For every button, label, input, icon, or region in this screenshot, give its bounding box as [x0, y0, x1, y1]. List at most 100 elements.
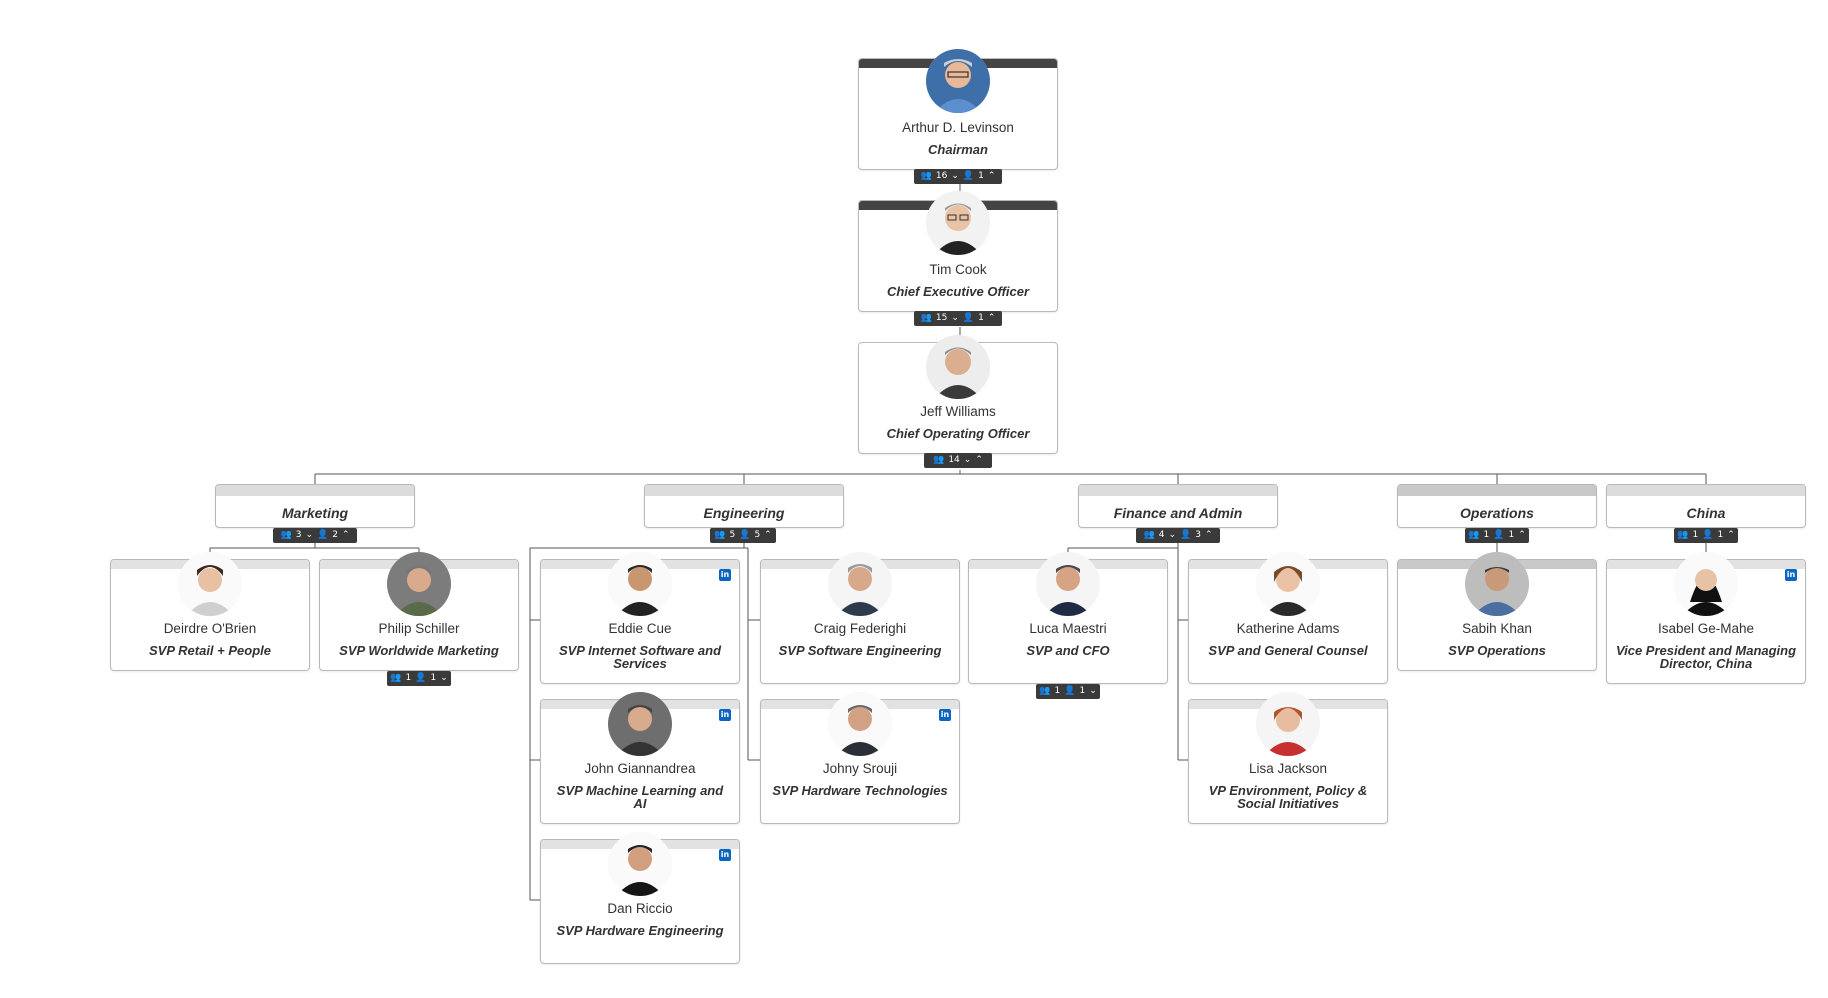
person-title: SVP Operations	[1448, 643, 1546, 658]
person-name: Tim Cook	[929, 262, 987, 277]
person-name: Katherine Adams	[1236, 621, 1340, 636]
node-luca-maestri[interactable]: Luca Maestri SVP and CFO	[968, 552, 1168, 684]
person-name: Luca Maestri	[1029, 621, 1107, 636]
person-title: SVP Hardware Technologies	[772, 783, 948, 798]
dept-controls-marketing[interactable]: 👥3 ⌄ 👤2 ⌃	[273, 528, 357, 543]
people-icon: 👥	[1143, 530, 1155, 540]
avatar	[178, 552, 242, 616]
person-name: Jeff Williams	[920, 404, 996, 419]
person-title: SVP and General Counsel	[1208, 643, 1368, 658]
linkedin-icon[interactable]: in	[719, 849, 731, 861]
node-coo[interactable]: Jeff Williams Chief Operating Officer	[858, 335, 1058, 454]
chevron-down-icon[interactable]: ⌄	[1168, 530, 1176, 540]
node-philip-schiller[interactable]: Philip Schiller SVP Worldwide Marketing	[319, 552, 519, 671]
dept-controls-finance[interactable]: 👥4 ⌄ 👤3 ⌃	[1136, 528, 1220, 543]
avatar	[387, 552, 451, 616]
avatar	[1674, 552, 1738, 616]
people-icon: 👥	[920, 171, 932, 181]
person-title: SVP Software Engineering	[778, 643, 942, 658]
department-name: China	[1686, 505, 1726, 521]
node-katherine-adams[interactable]: Katherine Adams SVP and General Counsel	[1188, 552, 1388, 684]
people-icon: 👥	[920, 313, 932, 323]
avatar	[608, 552, 672, 616]
linkedin-icon[interactable]: in	[1785, 569, 1797, 581]
dept-china[interactable]: China	[1606, 484, 1806, 528]
dept-controls-engineering[interactable]: 👥5 👤5 ⌃	[710, 528, 776, 543]
dept-controls-china[interactable]: 👥1 👤1 ⌃	[1674, 528, 1738, 543]
person-icon: 👤	[962, 313, 975, 323]
dept-marketing[interactable]: Marketing	[215, 484, 415, 528]
person-icon: 👤	[1064, 686, 1076, 696]
avatar	[828, 692, 892, 756]
node-craig-federighi[interactable]: Craig Federighi SVP Software Engineering	[760, 552, 960, 684]
linkedin-icon[interactable]: in	[719, 569, 731, 581]
chevron-up-icon[interactable]: ⌃	[341, 530, 350, 540]
person-name: Deirdre O'Brien	[163, 621, 257, 636]
chevron-down-icon[interactable]: ⌄	[305, 530, 313, 540]
node-dan-riccio[interactable]: in Dan Riccio SVP Hardware Engineering	[540, 832, 740, 964]
person-title: SVP Internet Software and Services	[558, 643, 722, 671]
avatar	[1036, 552, 1100, 616]
dept-engineering[interactable]: Engineering	[644, 484, 844, 528]
person-icon: 👤	[1180, 530, 1192, 540]
chevron-down-icon[interactable]: ⌄	[1089, 686, 1097, 696]
node-controls-ceo[interactable]: 👥15 ⌄ 👤1 ⌃	[914, 311, 1002, 326]
chevron-down-icon[interactable]: ⌄	[951, 313, 959, 323]
node-lisa-jackson[interactable]: Lisa Jackson VP Environment, Policy & So…	[1188, 692, 1388, 824]
people-icon: 👥	[390, 673, 402, 683]
chevron-up-icon[interactable]: ⌃	[987, 313, 996, 323]
node-deirdre-obrien[interactable]: Deirdre O'Brien SVP Retail + People	[110, 552, 310, 671]
node-eddie-cue[interactable]: in Eddie Cue SVP Internet Software and S…	[540, 552, 740, 684]
person-icon: 👤	[1702, 530, 1714, 540]
avatar	[926, 335, 990, 399]
chevron-down-icon[interactable]: ⌄	[951, 171, 959, 181]
node-john-giannandrea[interactable]: in John Giannandrea SVP Machine Learning…	[540, 692, 740, 824]
node-johny-srouji[interactable]: in Johny Srouji SVP Hardware Technologie…	[760, 692, 960, 824]
dept-finance[interactable]: Finance and Admin	[1078, 484, 1278, 528]
chevron-down-icon[interactable]: ⌄	[440, 673, 448, 683]
chevron-up-icon[interactable]: ⌃	[1727, 530, 1735, 540]
node-sabih-khan[interactable]: Sabih Khan SVP Operations	[1397, 552, 1597, 671]
linkedin-icon[interactable]: in	[719, 709, 731, 721]
chevron-up-icon[interactable]: ⌃	[1204, 530, 1213, 540]
node-chairman[interactable]: Arthur D. Levinson Chairman	[858, 49, 1058, 170]
avatar	[1256, 692, 1320, 756]
person-title: SVP Retail + People	[149, 643, 271, 658]
linkedin-icon[interactable]: in	[939, 709, 951, 721]
department-name: Operations	[1460, 505, 1534, 521]
dept-controls-operations[interactable]: 👥1 👤1 ⌃	[1465, 528, 1529, 543]
people-icon: 👥	[714, 530, 726, 540]
person-title: Chief Executive Officer	[886, 284, 1030, 299]
chevron-up-icon[interactable]: ⌃	[975, 455, 983, 465]
person-icon: 👤	[415, 673, 427, 683]
person-title: Chairman	[928, 142, 988, 157]
people-icon: 👥	[1677, 530, 1689, 540]
person-name: Sabih Khan	[1462, 621, 1532, 636]
person-icon: 👤	[1493, 530, 1505, 540]
node-controls-philip-schiller[interactable]: 👥1 👤1 ⌄	[387, 671, 451, 686]
chevron-down-icon[interactable]: ⌄	[963, 455, 972, 465]
department-name: Marketing	[281, 505, 349, 521]
chevron-up-icon[interactable]: ⌃	[1518, 530, 1526, 540]
node-isabel-ge-mahe[interactable]: in Isabel Ge-Mahe Vice President and Man…	[1606, 552, 1806, 684]
person-name: Dan Riccio	[607, 901, 673, 916]
person-icon: 👤	[962, 171, 975, 181]
person-name: Craig Federighi	[813, 621, 907, 636]
avatar	[1256, 552, 1320, 616]
person-icon: 👤	[739, 530, 751, 540]
chevron-up-icon[interactable]: ⌃	[764, 530, 772, 540]
person-name: John Giannandrea	[584, 761, 696, 776]
person-name: Arthur D. Levinson	[902, 120, 1014, 135]
avatar	[926, 191, 990, 255]
avatar	[926, 49, 990, 113]
dept-operations[interactable]: Operations	[1397, 484, 1597, 528]
node-ceo[interactable]: Tim Cook Chief Executive Officer	[858, 191, 1058, 312]
person-name: Eddie Cue	[608, 621, 672, 636]
chevron-up-icon[interactable]: ⌃	[987, 171, 996, 181]
node-controls-chairman[interactable]: 👥16 ⌄ 👤1 ⌃	[914, 169, 1002, 184]
node-controls-luca-maestri[interactable]: 👥1 👤1 ⌄	[1036, 684, 1100, 699]
people-icon: 👥	[1039, 686, 1051, 696]
node-controls-coo[interactable]: 👥14 ⌄ ⌃	[924, 453, 992, 468]
person-icon: 👤	[317, 530, 329, 540]
person-title: SVP Machine Learning and AI	[556, 783, 724, 811]
